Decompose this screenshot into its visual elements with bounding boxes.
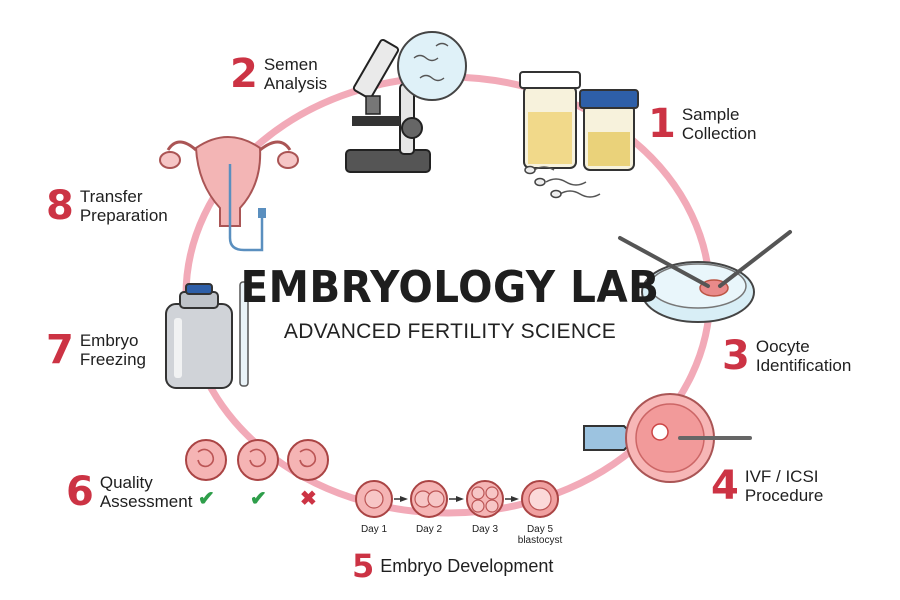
step-semen-analysis: 2 Semen Analysis <box>230 54 327 94</box>
step-label: Quality Assessment <box>99 473 193 511</box>
step-label: Embryo Development <box>380 555 554 576</box>
step-number: 7 <box>46 327 74 373</box>
day-label: Day 5 blastocyst <box>517 524 563 546</box>
page-subtitle: ADVANCED FERTILITY SCIENCE <box>283 320 617 343</box>
microscope-icon <box>345 31 467 173</box>
check-icon: ✔ <box>198 488 215 510</box>
icsi-pipette-icon <box>583 393 752 483</box>
step-ivf-icsi: 4 IVF / ICSI Procedure <box>711 466 823 506</box>
step-number: 2 <box>230 51 258 97</box>
step-label: Oocyte Identification <box>755 337 852 375</box>
day-label: Day 2 <box>415 524 443 535</box>
step-embryo-freezing: 7 Embryo Freezing <box>46 330 146 370</box>
step-number: 6 <box>66 469 94 515</box>
uterus-catheter-icon <box>159 136 299 252</box>
specimen-cups-icon <box>519 71 639 199</box>
step-transfer-preparation: 8 Transfer Preparation <box>46 186 168 226</box>
step-number: 3 <box>722 333 750 379</box>
embryo-grading-icon <box>185 439 329 481</box>
step-label: Embryo Freezing <box>79 331 146 369</box>
step-number: 4 <box>711 463 739 509</box>
step-embryo-development: 5 Embryo Development <box>352 550 553 582</box>
step-label: IVF / ICSI Procedure <box>744 467 824 505</box>
step-number: 5 <box>352 547 375 585</box>
step-sample-collection: 1 Sample Collection <box>648 104 757 144</box>
embryo-stages-icon <box>355 480 559 518</box>
step-label: Semen Analysis <box>263 55 328 93</box>
cross-icon: ✖ <box>300 488 317 510</box>
step-label: Transfer Preparation <box>79 187 168 225</box>
page-title: EMBRYOLOGY LAB <box>240 262 660 313</box>
petri-dish-icon <box>618 230 792 323</box>
step-label: Sample Collection <box>681 105 757 143</box>
step-number: 1 <box>648 101 676 147</box>
check-icon: ✔ <box>250 488 267 510</box>
day-label: Day 3 <box>471 524 499 535</box>
day-label: Day 1 <box>360 524 388 535</box>
step-number: 8 <box>46 183 74 229</box>
cryo-tank-icon <box>165 281 249 389</box>
step-quality-assessment: 6 Quality Assessment <box>66 472 192 512</box>
step-oocyte-identification: 3 Oocyte Identification <box>722 336 851 376</box>
